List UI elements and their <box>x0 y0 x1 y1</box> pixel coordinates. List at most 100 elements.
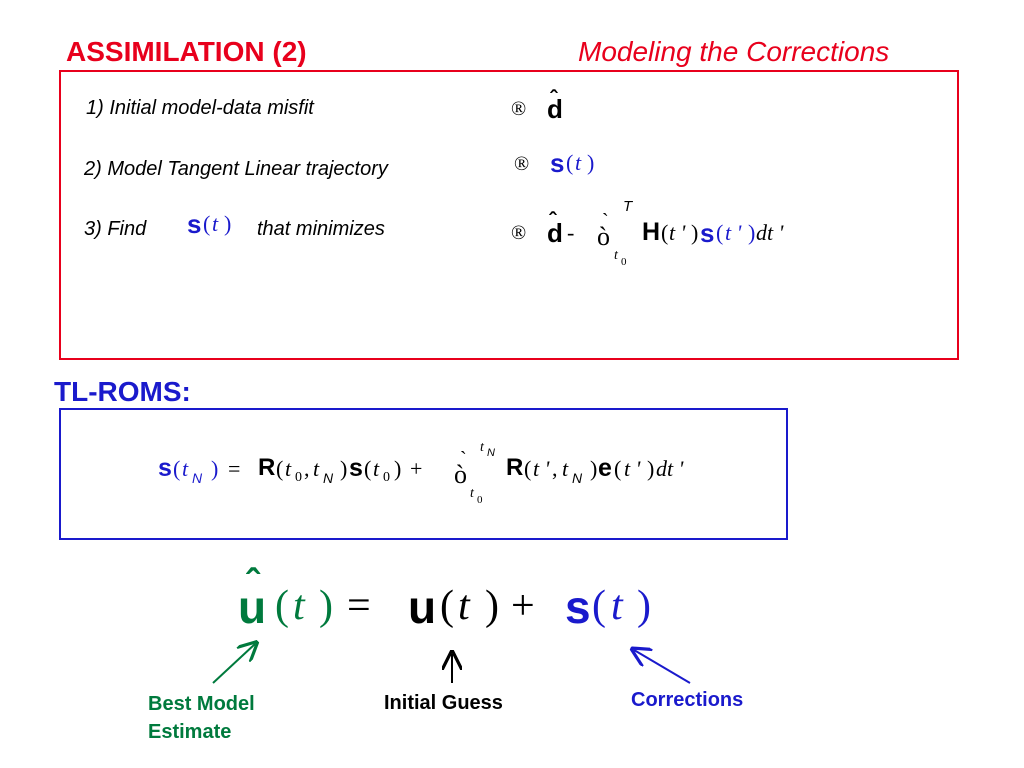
d-symbol: d <box>547 94 563 124</box>
paren-open: ( <box>524 456 532 481</box>
arrow-symbol: ® <box>511 222 527 244</box>
integral-grave: ` <box>460 448 467 470</box>
d-symbol: d <box>547 218 563 248</box>
step-1-label: 1) Initial model-data misfit <box>86 97 314 119</box>
t-symbol: t <box>458 583 470 629</box>
subscript-zero: 0 <box>295 470 302 485</box>
paren-close: ) <box>647 456 655 481</box>
corrections-label: Corrections <box>631 689 744 711</box>
subscript-N: N <box>572 470 583 486</box>
paren-close: ) <box>485 583 499 629</box>
paren-open: ( <box>716 220 724 245</box>
paren-close: ) <box>587 150 595 175</box>
best-estimate-label: Best Model Estimate <box>148 693 255 743</box>
lower-limit-t: t <box>470 486 474 501</box>
plus-symbol: + <box>410 456 423 481</box>
paren-close: ) <box>748 220 756 245</box>
integral-symbol: ò <box>597 222 610 251</box>
paren-open: ( <box>173 456 181 481</box>
integral-symbol: ò <box>454 460 467 489</box>
d-hat-accent: ˆ <box>549 208 557 233</box>
paren-open: ( <box>614 456 622 481</box>
slide-title: ASSIMILATION (2) <box>66 36 307 67</box>
paren-close: ) <box>211 456 219 481</box>
s-symbol: s <box>349 454 363 482</box>
s-symbol: s <box>565 581 591 633</box>
t-prime: t ' <box>624 456 641 481</box>
s-symbol: s <box>700 218 715 248</box>
paren-close: ) <box>637 583 651 629</box>
t-symbol: t <box>373 456 380 481</box>
subscript-N: N <box>192 470 203 486</box>
tl-roms-heading: TL-ROMS: <box>54 376 191 407</box>
step-3-label-post: that minimizes <box>257 218 385 240</box>
d-hat-accent: ˆ <box>550 86 558 111</box>
paren-open: ( <box>364 456 372 481</box>
t-prime: t ' <box>725 220 742 245</box>
t-symbol: t <box>182 456 189 481</box>
subscript-N: N <box>323 470 334 486</box>
u-hat-symbol: u <box>238 581 267 633</box>
paren-open: ( <box>440 583 454 629</box>
comma: , <box>304 456 310 481</box>
lower-limit-zero: 0 <box>477 494 483 506</box>
equals-symbol: = <box>228 456 241 481</box>
R-operator: R <box>258 454 276 481</box>
t-symbol: t <box>575 150 582 175</box>
t-symbol: t <box>285 456 292 481</box>
dt-prime: dt ' <box>756 220 784 245</box>
integral-grave: ` <box>602 210 609 232</box>
paren-open: ( <box>566 150 574 175</box>
upper-limit-N: N <box>487 447 495 459</box>
minus-symbol: - <box>567 220 575 245</box>
paren-close: ) <box>590 456 598 481</box>
paren-open: ( <box>276 456 284 481</box>
upper-limit-t: t <box>480 440 484 455</box>
t-symbol: t <box>212 211 219 236</box>
t-symbol: t <box>293 583 305 629</box>
comma: , <box>552 456 558 481</box>
t-symbol: t <box>611 583 623 629</box>
step-3-label-pre: 3) Find <box>84 218 147 240</box>
paren-close: ) <box>691 220 699 245</box>
main-equation: ˆ u ( t ) = u ( t ) + s ( t ) <box>238 562 668 652</box>
s-symbol: s <box>550 148 565 178</box>
paren-close: ) <box>340 456 348 481</box>
arrow-symbol: ® <box>514 153 530 175</box>
corrections-arrow <box>634 650 691 684</box>
t-prime: t ' <box>533 456 550 481</box>
paren-open: ( <box>661 220 669 245</box>
assimilation-box <box>59 70 959 360</box>
u-symbol: u <box>408 581 437 633</box>
paren-close: ) <box>224 211 232 236</box>
plus-symbol: + <box>511 583 535 629</box>
paren-open: ( <box>592 583 606 629</box>
tl-roms-equation: s ( t N ) = R ( t 0 , t N ) s ( t 0 ) + … <box>158 440 718 510</box>
initial-guess-label: Initial Guess <box>384 692 503 714</box>
arrow-symbol: ® <box>511 98 527 120</box>
t-symbol: t <box>562 456 569 481</box>
t-prime: t ' <box>669 220 686 245</box>
R-operator: R <box>506 454 524 481</box>
step-3-equation: ® ˆ d - T ` ò t 0 H ( t ' ) s ( t ' ) dt… <box>511 196 811 276</box>
t-symbol: t <box>313 456 320 481</box>
step-2-label: 2) Model Tangent Linear trajectory <box>84 158 388 180</box>
step-3-inline-s: s ( t ) <box>187 209 239 243</box>
s-symbol: s <box>158 454 172 482</box>
paren-open: ( <box>275 583 289 629</box>
step-1-equation: ® ˆ d <box>511 86 571 130</box>
step-2-equation: ® s ( t ) <box>514 148 604 184</box>
s-symbol: s <box>187 209 202 239</box>
lower-limit-t: t <box>614 248 618 263</box>
paren-close: ) <box>319 583 333 629</box>
equals-symbol: = <box>347 583 371 629</box>
upper-limit-T: T <box>623 198 633 215</box>
subscript-zero: 0 <box>383 470 390 485</box>
paren-open: ( <box>203 211 211 236</box>
tl-roms-box <box>59 408 788 540</box>
u-hat-accent: ˆ <box>246 562 260 606</box>
H-operator: H <box>642 218 661 246</box>
e-symbol: e <box>598 454 612 482</box>
lower-limit-zero: 0 <box>621 256 627 268</box>
dt-prime: dt ' <box>656 456 684 481</box>
